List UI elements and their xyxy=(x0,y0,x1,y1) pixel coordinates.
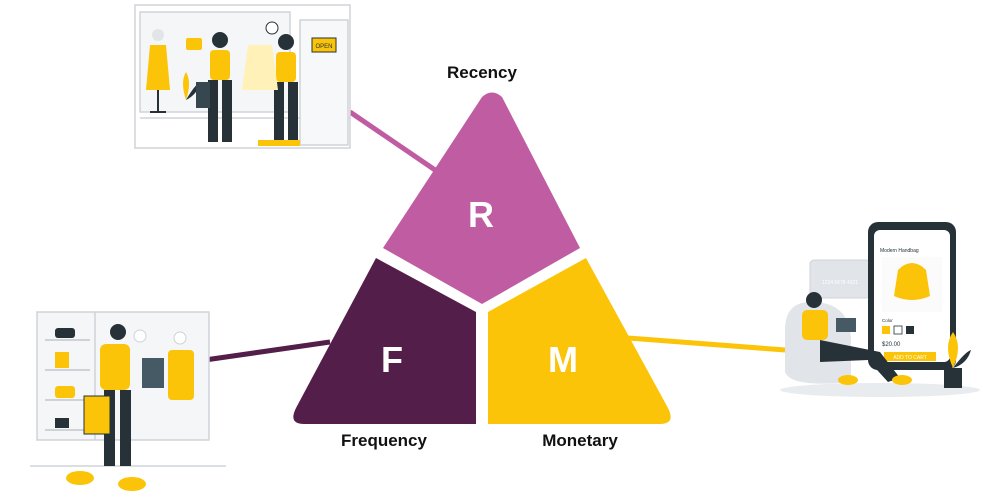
product-title: Modern Handbag xyxy=(880,248,919,254)
connector-frequency xyxy=(204,339,331,363)
online-shop-illustration: 1234 5678 4321 Modern Handbag Color $20.… xyxy=(780,222,980,397)
segment-letter-f: F xyxy=(381,339,403,380)
segment-letter-m: M xyxy=(548,339,578,380)
color-label: Color xyxy=(882,318,893,323)
segment-frequency xyxy=(293,258,476,424)
card-number: 1234 5678 4321 xyxy=(822,280,858,286)
segment-monetary xyxy=(488,258,671,424)
label-frequency: Frequency xyxy=(341,431,428,450)
label-recency: Recency xyxy=(447,63,517,82)
store-illustration: OPEN xyxy=(134,4,351,149)
connector-monetary xyxy=(627,335,786,353)
segment-recency xyxy=(383,92,580,304)
add-to-cart-button: ADD TO CART xyxy=(893,355,927,361)
connector-recency xyxy=(348,109,440,175)
label-monetary: Monetary xyxy=(542,431,618,450)
segment-letter-r: R xyxy=(468,194,494,235)
price-text: $20.00 xyxy=(882,342,901,348)
shoe-store-illustration xyxy=(30,311,226,491)
store-sign: OPEN xyxy=(315,44,332,50)
